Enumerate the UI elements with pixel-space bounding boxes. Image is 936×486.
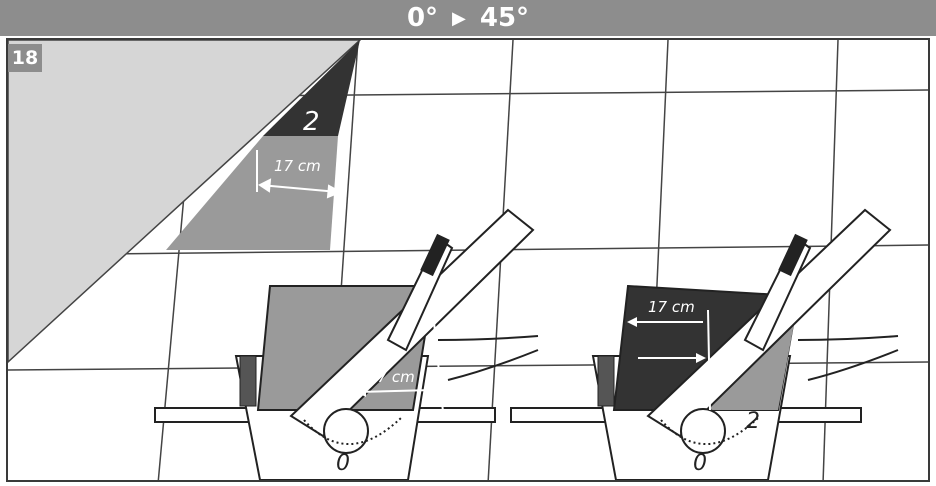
tile-diagram: 2 17 cm [8,40,928,480]
illustration-panel: 2 17 cm [6,38,930,482]
left-cutter-measure: 17 cm [368,368,415,386]
cut-tile-number: 2 [303,107,320,137]
cut-tile-mid [166,136,338,250]
wall-measure: 17 cm [274,157,321,175]
wall-dimension [256,150,343,199]
right-scale-zero: 0 [693,451,707,476]
cut-tile-dark [263,40,360,136]
right-cutter-measure: 17 cm [648,298,695,316]
angle-header: 0° ▶ 45° [0,0,936,36]
right-tile-number: 2 [746,409,760,434]
arrow-icon: ▶ [452,7,466,29]
angle-from: 0° [406,3,439,33]
right-tile-cutter [510,208,899,480]
wall-area [8,40,362,364]
left-scale-zero: 0 [336,451,350,476]
angle-to: 45° [479,3,530,33]
left-tile-cutter [154,208,539,480]
step-number-badge: 18 [8,44,42,72]
